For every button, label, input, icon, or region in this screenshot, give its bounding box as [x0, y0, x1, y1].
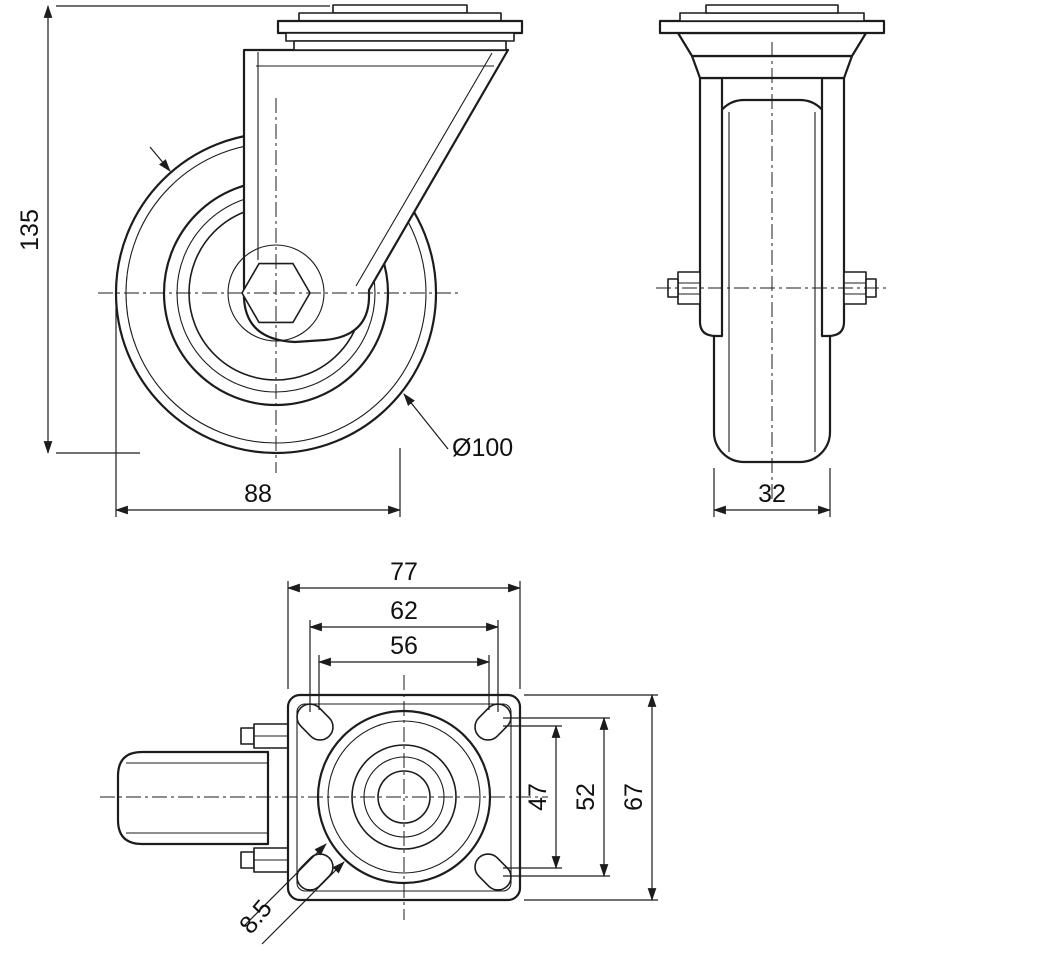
fork-inner-diagonal	[355, 52, 493, 287]
side-top-plate	[276, 4, 524, 51]
fork-tab-upper	[240, 723, 289, 749]
dim-label-diameter: Ø100	[452, 434, 513, 462]
dim-label-67: 67	[620, 783, 648, 811]
fork-leg-right	[820, 76, 846, 338]
leader-line	[403, 393, 449, 450]
dim-plate-width: 77	[286, 558, 522, 689]
dim-label-47: 47	[524, 783, 552, 811]
dim-label-32: 32	[758, 480, 786, 508]
dim-bolt-spacing-max-y: 52	[503, 716, 610, 878]
plate-boss	[705, 4, 839, 14]
front-view: 32	[656, 4, 888, 517]
fork-tab-lower	[240, 847, 289, 873]
dim-label-56: 56	[390, 632, 418, 660]
swivel-race-upper	[285, 32, 515, 42]
swivel-race-lower	[293, 40, 507, 51]
mounting-plate-edge	[276, 19, 524, 35]
dim-label-88: 88	[244, 480, 272, 508]
plate-step	[298, 12, 502, 22]
front-top-plate	[658, 4, 886, 35]
dim-offset-width: 88	[114, 302, 402, 517]
mounting-plate-edge	[658, 19, 886, 35]
slot-hole-bottom-right	[474, 853, 512, 891]
dim-label-52: 52	[572, 783, 600, 811]
dim-plate-depth: 67	[524, 693, 658, 902]
dim-bolt-spacing-min-y: 47	[503, 724, 562, 870]
dim-label-135: 135	[16, 209, 44, 251]
side-fork	[242, 48, 510, 344]
dim-wheel-diameter: Ø100	[403, 393, 513, 462]
bolt-tip	[240, 727, 255, 745]
slot-width-line	[261, 861, 345, 945]
dim-bolt-spacing-max-x: 62	[308, 597, 500, 712]
dim-overall-height: 135	[16, 4, 330, 455]
dim-label-62: 62	[390, 597, 418, 625]
tread-leader-arrow	[149, 146, 171, 172]
plate-step	[679, 12, 865, 22]
bolt-tip	[240, 851, 255, 869]
slot-hole-top-right	[474, 703, 512, 741]
dim-wheel-width: 32	[712, 468, 832, 517]
dim-bolt-spacing-min-x: 56	[317, 632, 491, 710]
kingpin-bore	[377, 770, 431, 824]
fork-leg-left	[698, 76, 724, 338]
plan-view: 77 62 56 47 52	[100, 558, 658, 945]
slot-width-line	[243, 843, 327, 927]
plan-wheel	[116, 750, 270, 846]
kingpin-boss	[351, 744, 457, 850]
plate-boss	[332, 4, 468, 14]
dim-label-77: 77	[390, 558, 418, 586]
side-view: 135 88 Ø100	[16, 4, 524, 517]
dim-label-8-5: 8.5	[234, 895, 278, 940]
slot-hole-top-left	[296, 703, 334, 741]
